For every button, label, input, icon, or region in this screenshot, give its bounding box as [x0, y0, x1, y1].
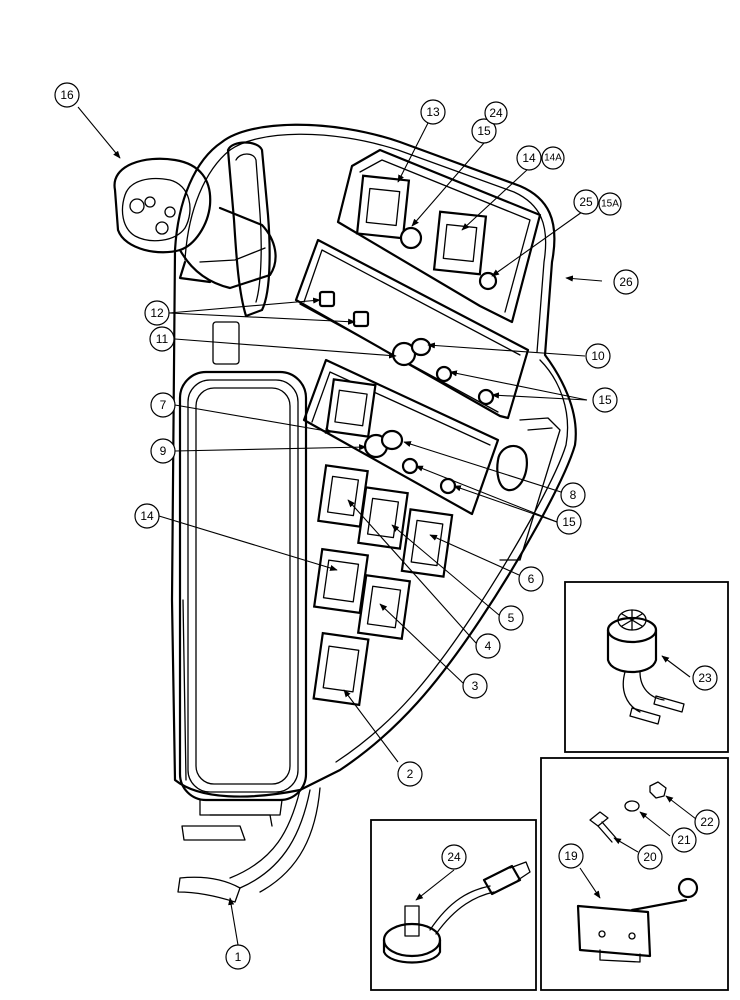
svg-text:9: 9 [160, 444, 167, 458]
svg-text:13: 13 [426, 105, 440, 119]
switch-14-bank [312, 547, 370, 615]
toggle-12a [318, 290, 336, 308]
callout-15-mid: 15 [592, 387, 618, 413]
switch-7 [325, 378, 377, 438]
svg-text:1: 1 [235, 950, 242, 964]
switch-3 [356, 573, 412, 641]
switch-13 [355, 174, 411, 240]
armrest [178, 370, 308, 816]
leader-lines [77, 106, 697, 946]
svg-text:16: 16 [60, 88, 74, 102]
svg-text:24: 24 [489, 106, 503, 120]
callout-15-low: 15 [556, 509, 582, 535]
inset-19-22 [540, 757, 729, 991]
joystick-handle [113, 157, 277, 290]
callout-14-left: 14 [134, 503, 160, 529]
svg-text:21: 21 [677, 833, 691, 847]
svg-text:3: 3 [472, 679, 479, 693]
switch-6 [400, 508, 454, 578]
callout-15A: 15A [598, 192, 622, 216]
svg-text:8: 8 [570, 488, 577, 502]
callout-16: 16 [54, 82, 80, 108]
svg-text:15: 15 [598, 393, 612, 407]
callout-11: 11 [149, 326, 175, 352]
callout-19: 19 [558, 843, 584, 869]
callout-14-top: 14 [516, 145, 542, 171]
callout-9: 9 [150, 438, 176, 464]
svg-text:11: 11 [156, 332, 169, 346]
callout-1: 1 [225, 944, 251, 970]
callout-12: 12 [144, 300, 170, 326]
callout-5: 5 [498, 605, 524, 631]
inset-23 [564, 581, 729, 753]
indicator-25 [478, 271, 498, 291]
svg-text:14: 14 [140, 509, 154, 523]
svg-text:15: 15 [562, 515, 576, 529]
switch-2 [312, 631, 370, 707]
callout-2: 2 [397, 761, 423, 787]
callout-8: 8 [560, 482, 586, 508]
svg-text:19: 19 [564, 849, 578, 863]
svg-text:2: 2 [407, 767, 414, 781]
callout-6: 6 [518, 566, 544, 592]
indicator-15-mid-a [435, 365, 453, 383]
indicator-15-low-a [401, 457, 419, 475]
callout-4: 4 [475, 633, 501, 659]
callout-23: 23 [692, 665, 718, 691]
knob-8 [380, 429, 404, 451]
svg-text:14: 14 [522, 151, 536, 165]
svg-text:26: 26 [619, 275, 633, 289]
callout-10: 10 [585, 343, 611, 369]
top-switch-panel [336, 148, 542, 324]
svg-text:23: 23 [698, 671, 712, 685]
svg-text:4: 4 [485, 639, 492, 653]
callout-3: 3 [462, 673, 488, 699]
svg-text:15A: 15A [601, 199, 619, 210]
indicator-15-mid-b [477, 388, 495, 406]
svg-text:10: 10 [591, 349, 605, 363]
switch-bank [312, 464, 454, 707]
knob-24 [399, 226, 423, 250]
svg-text:12: 12 [150, 306, 164, 320]
callout-26: 26 [613, 269, 639, 295]
svg-text:7: 7 [160, 398, 167, 412]
callout-7: 7 [150, 392, 176, 418]
lower-switch-panel [302, 358, 500, 516]
callout-15-top: 15 [471, 118, 497, 144]
callout-22: 22 [694, 809, 720, 835]
callout-25: 25 [573, 189, 599, 215]
callout-20: 20 [637, 844, 663, 870]
callout-14A: 14A [541, 146, 565, 170]
svg-text:20: 20 [643, 850, 657, 864]
svg-text:25: 25 [579, 195, 593, 209]
callout-24-inset: 24 [441, 844, 467, 870]
callout-13: 13 [420, 99, 446, 125]
callout-24-top: 24 [484, 101, 508, 125]
svg-text:15: 15 [477, 124, 491, 138]
svg-text:5: 5 [508, 611, 515, 625]
switch-14-top [432, 210, 488, 276]
svg-text:6: 6 [528, 572, 535, 586]
callout-21: 21 [671, 827, 697, 853]
svg-text:14A: 14A [544, 153, 562, 164]
svg-text:24: 24 [447, 850, 461, 864]
svg-text:22: 22 [700, 815, 714, 829]
knob-10 [410, 337, 432, 357]
toggle-12b [352, 310, 370, 328]
middle-switch-panel [294, 238, 530, 420]
